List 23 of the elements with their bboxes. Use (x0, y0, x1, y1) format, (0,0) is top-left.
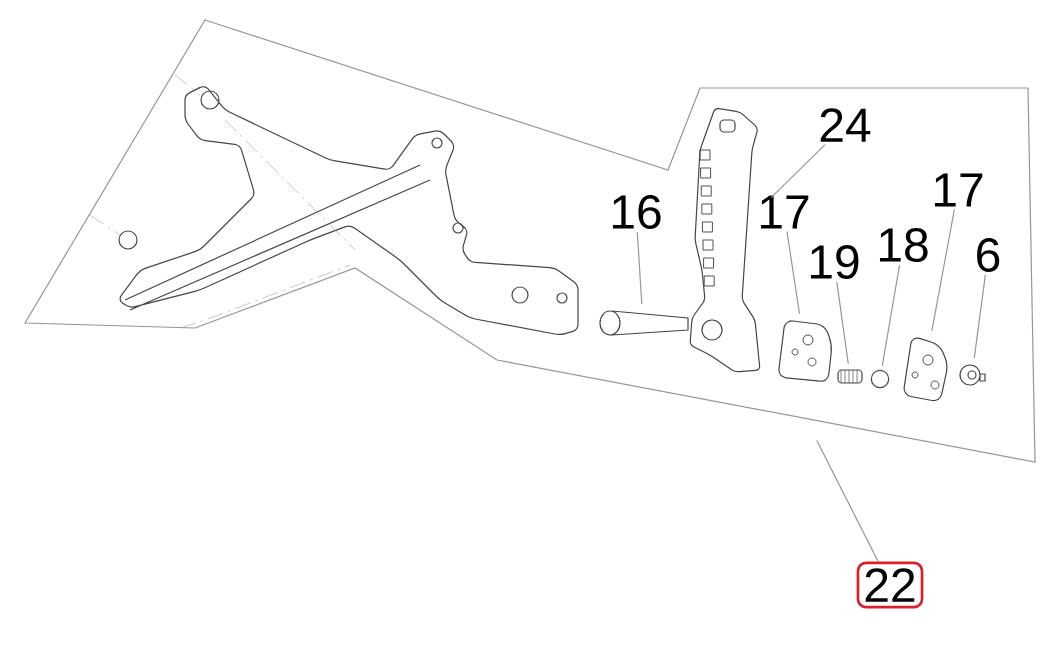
leader-line (881, 264, 901, 367)
leader-line (816, 439, 879, 563)
leader-line (636, 231, 643, 305)
callout-number: 24 (820, 108, 871, 142)
callout-number: 17 (934, 173, 983, 207)
callout-number: 6 (977, 238, 1000, 272)
footpeg-drawing (689, 108, 761, 373)
pin-drawing (599, 310, 689, 336)
spring-drawing (837, 369, 863, 384)
leader-line (786, 230, 801, 315)
leader-line (973, 274, 986, 359)
leader-line (770, 144, 826, 199)
callout-number: 17 (760, 195, 809, 229)
ball-drawing (870, 369, 890, 389)
plate-drawing (778, 320, 832, 382)
callout-number: 19 (810, 245, 859, 279)
callout-number: 18 (879, 228, 928, 262)
callout-number: 16 (612, 195, 661, 229)
leader-line (931, 208, 955, 332)
callout-number: 22 (856, 561, 924, 609)
plate-drawing (903, 337, 948, 402)
clip-drawing (959, 364, 986, 386)
leader-line (836, 281, 849, 365)
